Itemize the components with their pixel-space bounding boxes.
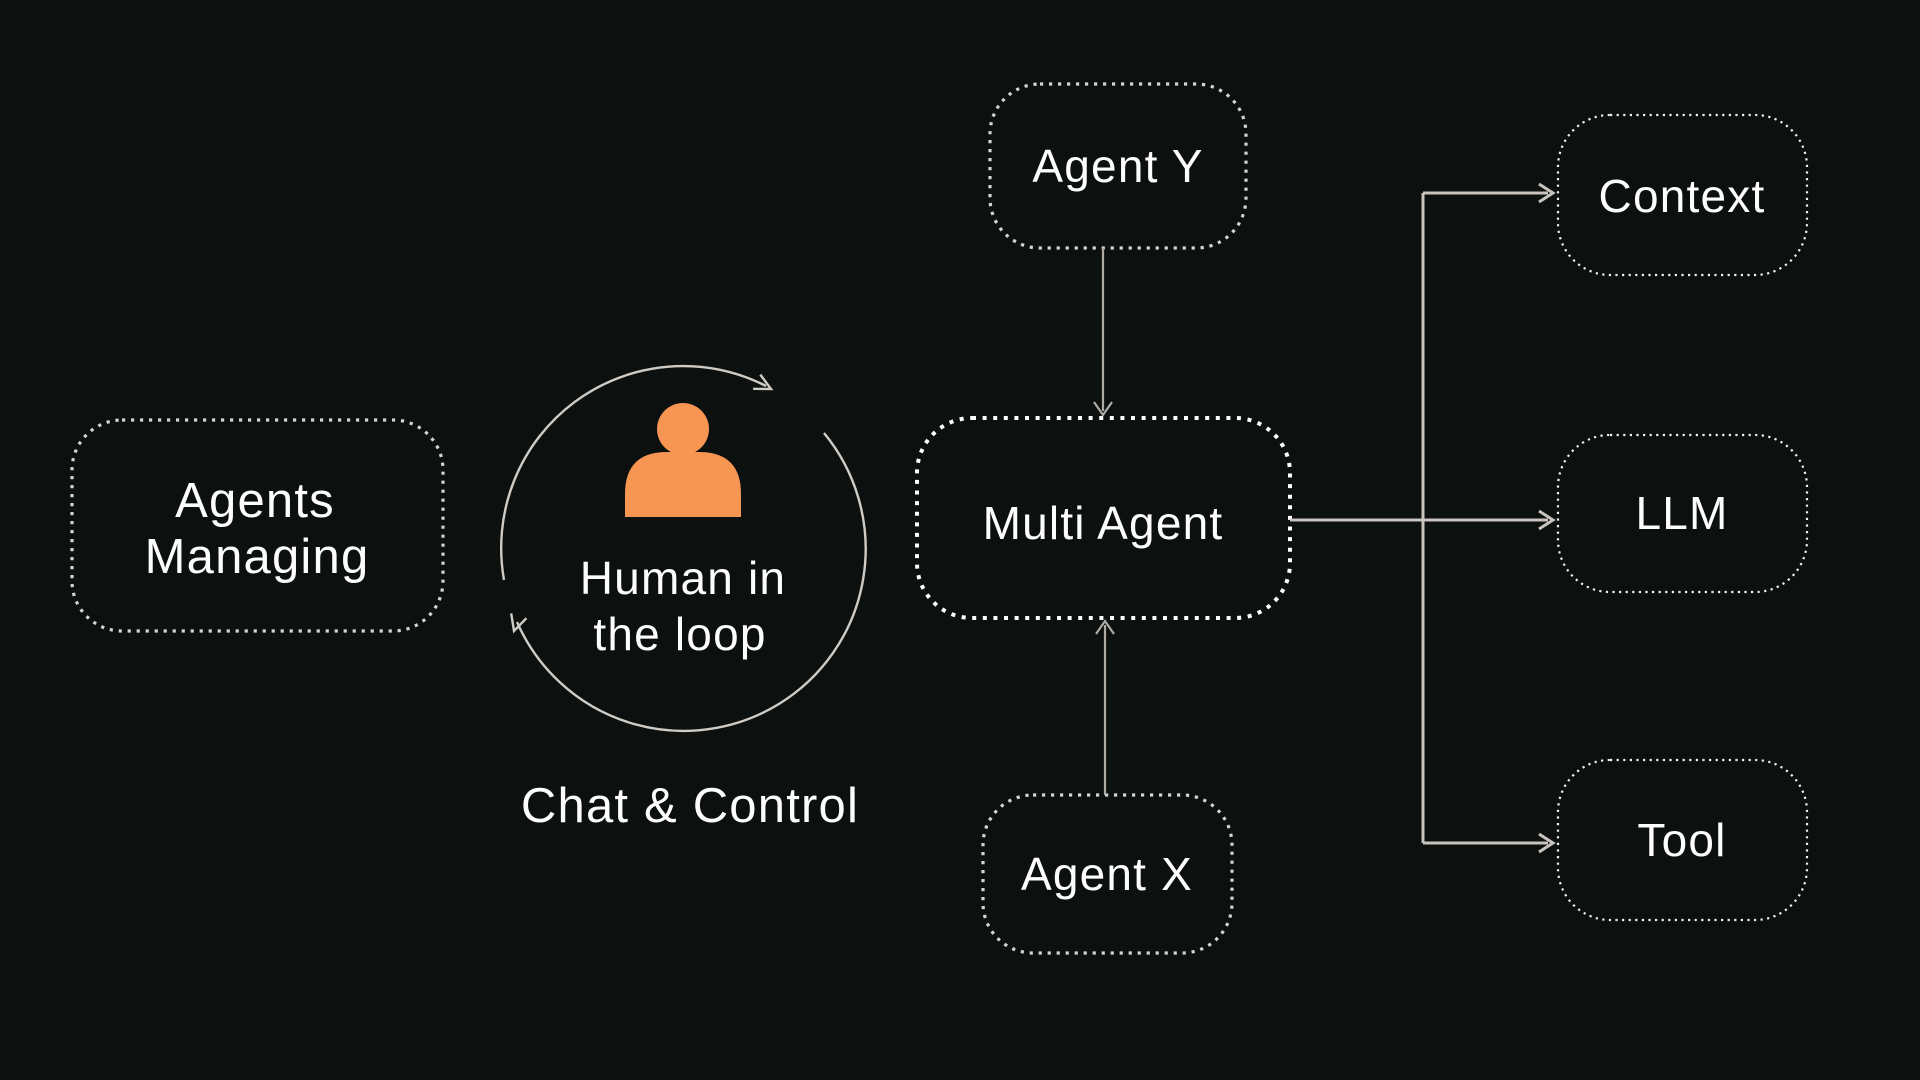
person-body xyxy=(625,452,741,517)
cycle-arrows-icon xyxy=(499,364,867,733)
llm-label: LLM xyxy=(1635,487,1728,539)
arrow-right-context-icon xyxy=(1538,182,1556,204)
llm-box xyxy=(1556,433,1809,594)
context-box xyxy=(1556,113,1809,277)
tool-box xyxy=(1556,758,1809,922)
connector-multi-agent-to-targets xyxy=(1290,182,1556,854)
context-label: Context xyxy=(1599,170,1766,222)
cycle-upper-arc xyxy=(499,364,767,581)
multi-agent-label: Multi Agent xyxy=(983,497,1224,549)
human-in-the-loop-label-line2: the loop xyxy=(593,608,766,660)
person-icon xyxy=(625,403,741,517)
arrow-agent-x-to-multi-agent xyxy=(1095,619,1115,795)
multi-agent-box xyxy=(915,416,1292,620)
arrow-agent-y-to-multi-agent xyxy=(1093,248,1113,417)
tool-label: Tool xyxy=(1637,814,1726,866)
cycle-lower-arc xyxy=(515,432,867,733)
cycle-upper-arrowhead-icon xyxy=(753,373,774,391)
agent-x-label: Agent X xyxy=(1021,848,1193,900)
arrow-right-tool-icon xyxy=(1538,832,1556,854)
human-in-the-loop-label-line1: Human in xyxy=(580,552,786,604)
cycle-lower-arrowhead-icon xyxy=(510,613,528,634)
arrow-up-icon xyxy=(1095,619,1115,635)
agent-x-box xyxy=(981,793,1234,955)
arrow-right-llm-icon xyxy=(1538,509,1556,531)
person-head xyxy=(657,403,709,455)
agents-managing-label-line1: Agents xyxy=(175,474,335,528)
agents-managing-box xyxy=(70,418,445,633)
chat-and-control-caption: Chat & Control xyxy=(521,779,859,833)
agents-managing-label-line2: Managing xyxy=(145,530,370,584)
agent-y-label: Agent Y xyxy=(1032,140,1203,192)
arrow-down-icon xyxy=(1093,401,1113,417)
